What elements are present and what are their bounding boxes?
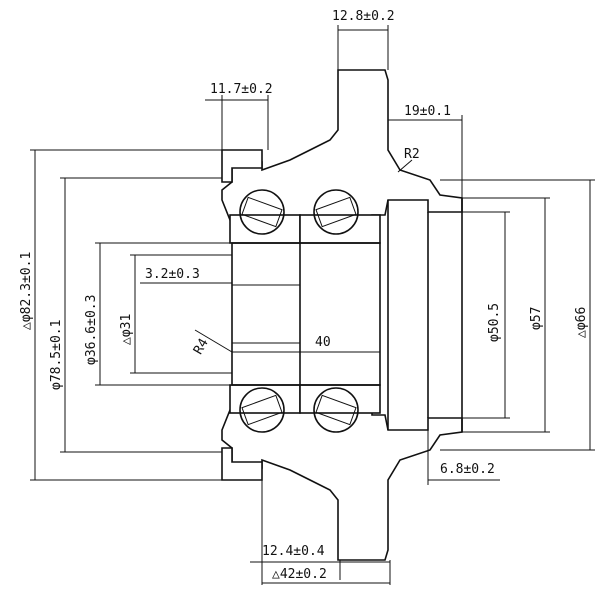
hub-lower-section [221,389,463,561]
bearing-upper [229,189,381,244]
hub-upper-section [221,69,463,241]
dim-3-2: 3.2±0.3 [145,267,200,282]
dim-6-8: 6.8±0.2 [440,462,495,477]
dim-12-8: 12.8±0.2 [332,9,395,24]
dim-r4: R4 [191,336,212,357]
dim-11-7: 11.7±0.2 [210,82,273,97]
dim-40: 40 [315,335,331,350]
dimension-labels: 12.8±0.2 11.7±0.2 19±0.1 R2 3.2±0.3 40 R… [19,9,589,582]
dim-66: △φ66 [574,307,589,338]
dim-50-5: φ50.5 [487,303,502,342]
dim-12-4: 12.4±0.4 [262,544,325,559]
bearing-lower [229,384,381,433]
dim-78-5: φ78.5±0.1 [49,320,64,390]
dim-r2: R2 [404,147,420,162]
dim-36-6: φ36.6±0.3 [84,295,99,365]
dimension-lines [30,25,595,585]
dim-31: △φ31 [119,314,134,345]
dim-82-3: △φ82.3±0.1 [19,252,34,330]
dim-42: △42±0.2 [272,567,327,582]
dim-57: φ57 [529,307,544,330]
bore [231,198,463,432]
dim-19: 19±0.1 [404,104,451,119]
